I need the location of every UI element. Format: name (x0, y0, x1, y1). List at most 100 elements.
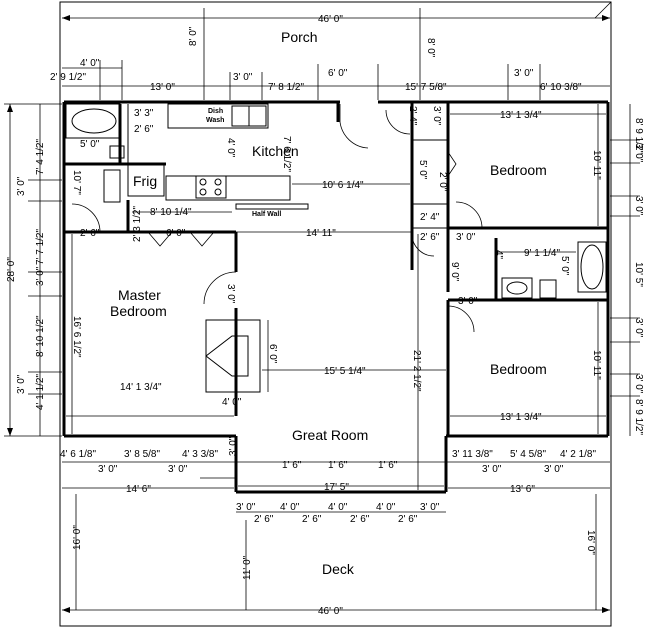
dim-d2: 2' 6" (254, 514, 274, 525)
dim-k1: 4' 0" (225, 138, 236, 158)
dim-gr-w: 15' 5 1/4" (324, 366, 366, 377)
property-outline (59, 1, 612, 627)
dim-gr-2: 1' 6" (328, 460, 348, 471)
dim-mb-6-0: 6' 0" (166, 228, 186, 239)
dim-gr-1: 1' 6" (282, 460, 302, 471)
dim-right-3: 3' 0" (633, 196, 644, 216)
room-master-1: Master (118, 287, 161, 303)
dim-bath1-3: 5' 0" (80, 139, 100, 150)
dim-bath2-4: 4" (493, 250, 504, 260)
dim-d3: 4' 0" (280, 502, 300, 513)
closet-door-4 (411, 233, 435, 257)
dim-right-7: 8' 9 1/2" (633, 399, 644, 435)
dim-right-4: 10' 5" (633, 262, 644, 287)
dim-bath1-1: 3' 3" (134, 108, 154, 119)
dim-br1-h: 10' 11" (591, 150, 602, 180)
dim-left-1: 7' 4 1/2" (35, 139, 46, 175)
dim-k4: 8' 10 1/4" (150, 207, 192, 218)
dim-t2: 2' 9 1/2" (50, 72, 86, 83)
room-deck: Deck (322, 561, 355, 577)
dim-t1: 4' 0" (80, 58, 100, 69)
half-wall (235, 203, 309, 210)
front-door (339, 104, 369, 149)
toilet-1 (109, 145, 125, 159)
dim-fp-6: 6' 0" (267, 344, 278, 364)
dim-hall: 14' 11" (306, 228, 336, 239)
dim-k5: 2' 3 1/2" (132, 206, 143, 242)
dim-porch-depth: 8' 0" (188, 26, 199, 46)
dim-porch-depth-right: 8' 0" (425, 38, 436, 58)
dim-c7: 3' 0" (456, 232, 476, 243)
room-great-room: Great Room (292, 427, 368, 443)
dim-t7: 15' 7 5/8" (405, 82, 447, 93)
dim-left-6: 3' 0" (16, 374, 27, 394)
dim-mb-14: 14' 1 3/4" (120, 382, 162, 393)
bottom-total-dimension: 46' 0" (62, 606, 610, 617)
dim-d8: 2' 6" (398, 514, 418, 525)
dim-t6: 6' 0" (328, 68, 348, 79)
dim-w8: 5' 4 5/8" (510, 449, 546, 460)
dim-b2: 13' 6" (510, 484, 535, 495)
frig-label: Frig (133, 173, 157, 189)
half-wall-label: Half Wall (252, 211, 281, 218)
bathtub-1 (71, 108, 117, 134)
dim-mb-16: 16' 6 1/2" (71, 316, 82, 358)
dim-c2: 3' 0" (431, 106, 442, 126)
room-kitchen: Kitchen (252, 143, 299, 159)
dim-k3: 10' 6 1/4" (322, 180, 364, 191)
dim-d4: 2' 6" (302, 514, 322, 525)
closet-door-3 (385, 109, 411, 135)
dim-c5: 2' 4" (420, 212, 440, 223)
dim-mb-3-0: 3' 0" (225, 284, 236, 304)
dim-gr-door: 3' 0" (228, 436, 239, 456)
dim-gr-3: 1' 6" (378, 460, 398, 471)
left-total-dimension: 28' 0" (4, 103, 62, 437)
room-bedroom-bottom: Bedroom (490, 361, 547, 377)
dim-d9: 3' 0" (420, 502, 440, 513)
dim-right-2: 3' 0" (633, 143, 644, 163)
dim-t3: 13' 0" (150, 82, 175, 93)
room-porch: Porch (281, 29, 318, 45)
dim-left-total: 28' 0" (6, 257, 17, 282)
dim-w7: 3' 0" (482, 464, 502, 475)
dim-w2: 3' 0" (98, 464, 118, 475)
dim-t5: 7' 8 1/2" (268, 82, 304, 93)
dim-left-7: 4' 1 1/2" (35, 374, 46, 410)
dim-c4: 2' 0" (437, 172, 448, 192)
dim-left-3: 7' 7 1/2" (35, 229, 46, 265)
stove (195, 175, 227, 199)
dim-left-2: 3' 0" (16, 176, 27, 196)
dim-right-1: 8' 9 1/2" (633, 118, 644, 154)
dim-right-5: 3' 0" (633, 318, 644, 338)
dim-bath1-4: 10' 7" (71, 170, 82, 195)
dim-w6: 3' 11 3/8" (452, 449, 493, 460)
dim-right-6: 3' 0" (633, 374, 644, 394)
closet-door-2 (189, 231, 215, 247)
dishwasher-label-1: Dish (208, 108, 223, 115)
room-master-2: Bedroom (110, 303, 167, 319)
dim-bath1-2: 2' 6" (134, 124, 154, 135)
dim-hall2: 9' 0" (449, 262, 460, 282)
dim-w3: 3' 8 5/8" (124, 449, 160, 460)
dim-w1: 4' 6 1/8" (60, 449, 96, 460)
dim-left-5: 8' 10 1/2" (35, 315, 46, 357)
vanity (103, 169, 121, 203)
exterior-walls (62, 100, 610, 494)
bathtub-2 (580, 244, 604, 290)
dim-w9: 3' 0" (544, 464, 564, 475)
dim-t9: 6' 10 3/8" (540, 82, 582, 93)
dim-gr-17: 17' 5" (324, 482, 349, 493)
bath-door (71, 203, 101, 233)
dim-gr-h: 21' 2 1/2" (411, 350, 422, 392)
dim-bath2-w: 9' 1 1/4" (524, 248, 560, 259)
top-total-dimension: 46' 0" (62, 14, 610, 25)
master-door (203, 271, 237, 305)
dim-c6: 2' 6" (420, 232, 440, 243)
dim-w4: 3' 0" (168, 464, 188, 475)
dim-left-4: 3' 0" (35, 266, 46, 286)
dim-w10: 4' 2 1/8" (560, 449, 596, 460)
corner-mark (594, 1, 612, 19)
dim-d1: 3' 0" (236, 502, 256, 513)
dim-w5: 4' 3 3/8" (182, 449, 218, 460)
